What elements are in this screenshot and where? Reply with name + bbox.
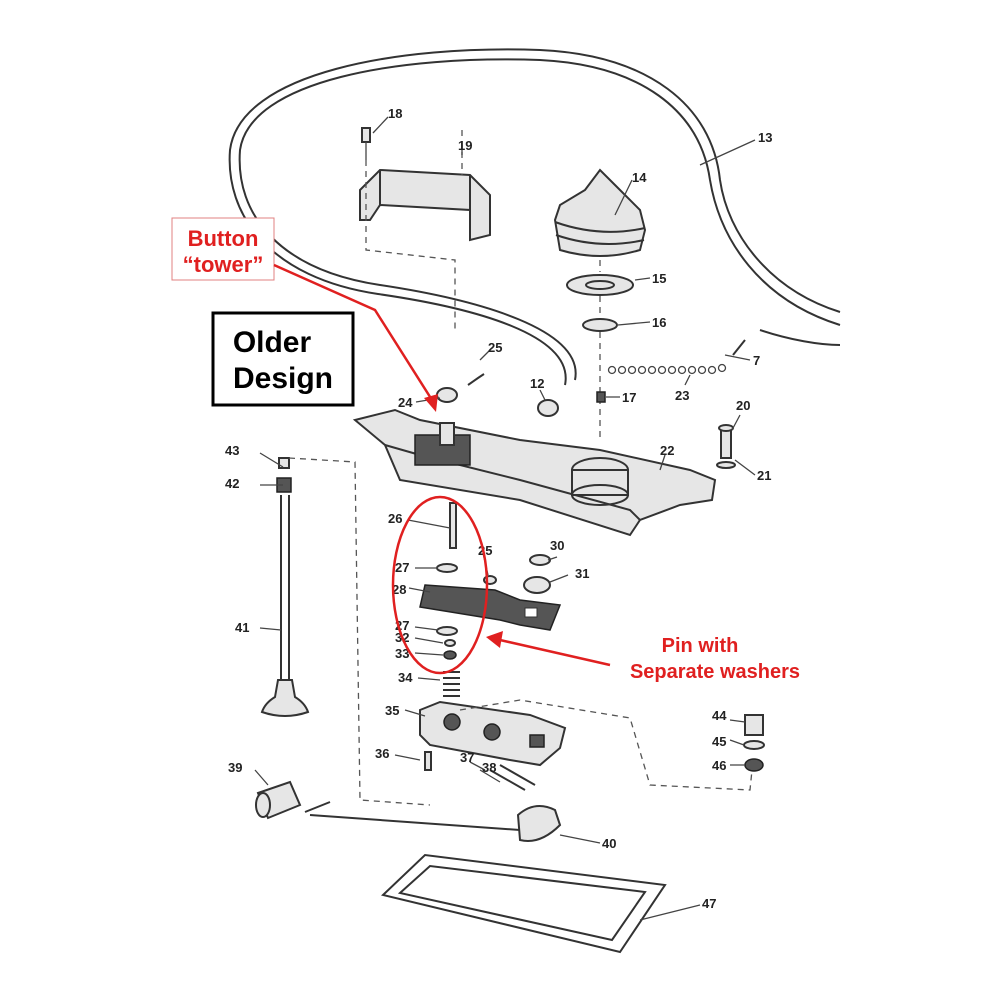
callout-46: 46 [712,758,726,773]
part-25-spring [467,373,485,386]
callout-16: 16 [652,315,666,330]
part-40-lever [304,801,562,842]
pin-washers-label-line1: Pin with [662,635,739,657]
callout-42: 42 [225,476,239,491]
callout-18: 18 [388,106,402,121]
part-37-38-pins [489,764,536,791]
callout-13: 13 [758,130,772,145]
part-16-washer [582,318,618,332]
button-tower-arrow-head [424,394,438,412]
callout-23: 23 [675,388,689,403]
callout-34: 34 [398,670,413,685]
callout-41: 41 [235,620,249,635]
callout-35: 35 [385,703,399,718]
button-tower-box [171,217,275,281]
callout-45: 45 [712,734,726,749]
part-27-washer-bottom [436,626,458,636]
part-28-gasket [419,584,562,631]
part-20-screw [718,424,734,459]
pin-washers-label-line2: Separate washers [630,661,800,683]
part-21-washer [716,461,736,469]
pin-washers-annotation: Pin with Separate washers [391,495,800,683]
older-design-annotation: Older Design [211,311,355,407]
part-18-screw [361,127,371,160]
callout-22: 22 [660,443,674,458]
callout-19: 19 [458,138,472,153]
callout-30: 30 [550,538,564,553]
part-13-cable [228,48,841,386]
part-41-valve [260,495,310,717]
part-46-nut [744,758,764,772]
part-22-body [352,408,717,537]
button-tower-annotation: Button “tower” [171,217,438,412]
part-30-washer [529,554,551,566]
pin-washers-highlight-oval [391,495,489,675]
part-19-bracket [359,168,491,242]
part-43-cap [278,457,290,469]
callout-31: 31 [575,566,589,581]
callout-7: 7 [753,353,760,368]
part-34-spring [443,671,460,697]
callout-43: 43 [225,443,239,458]
part-17-screw [596,391,606,403]
callout-20: 20 [736,398,750,413]
callout-44: 44 [712,708,727,723]
callout-40: 40 [602,836,616,851]
callout-39: 39 [228,760,242,775]
callout-26: 26 [388,511,402,526]
part-31-seal [523,576,551,594]
callout-numbers: 18 19 13 14 15 16 7 23 17 12 24 25 22 20… [225,106,772,911]
older-design-label-line1: Older [233,326,312,359]
callout-47: 47 [702,896,716,911]
callout-36: 36 [375,746,389,761]
callout-38: 38 [482,760,496,775]
button-tower-label-line1: Button [188,226,259,251]
part-39-filter [255,780,302,820]
pin-washers-arrow-head [486,631,503,648]
part-24-button [436,387,458,403]
button-tower-arrow-line [273,263,434,401]
callout-25-top: 25 [488,340,502,355]
callout-21: 21 [757,468,771,483]
button-tower-label-line2: “tower” [183,252,264,277]
part-15-washer [566,274,634,296]
part-23-bead-chain [607,363,727,375]
part-26-pin [449,502,457,549]
callout-17: 17 [622,390,636,405]
callout-15: 15 [652,271,666,286]
callout-14: 14 [632,170,647,185]
callout-28: 28 [392,582,406,597]
guide-19 [365,160,456,330]
callout-37: 37 [460,750,474,765]
part-7-pin [732,339,746,356]
leader-lines [254,116,756,921]
callout-24: 24 [398,395,413,410]
older-design-box [211,311,355,407]
part-47-gasket [380,853,667,954]
pin-washers-arrow-line [499,638,611,667]
part-44-spring [744,714,764,736]
callout-27-top: 27 [395,560,409,575]
part-32-washer [444,639,456,647]
older-design-label-line2: Design [233,362,333,395]
part-45-washer [743,740,765,750]
part-35-plate [419,700,567,767]
part-12-fitting [537,399,559,417]
callout-12: 12 [530,376,544,391]
part-14-knob [553,168,647,257]
part-33-nut [443,650,457,660]
part-27-washer-top [436,563,458,573]
callout-33: 33 [395,646,409,661]
part-36-screw [424,751,432,771]
